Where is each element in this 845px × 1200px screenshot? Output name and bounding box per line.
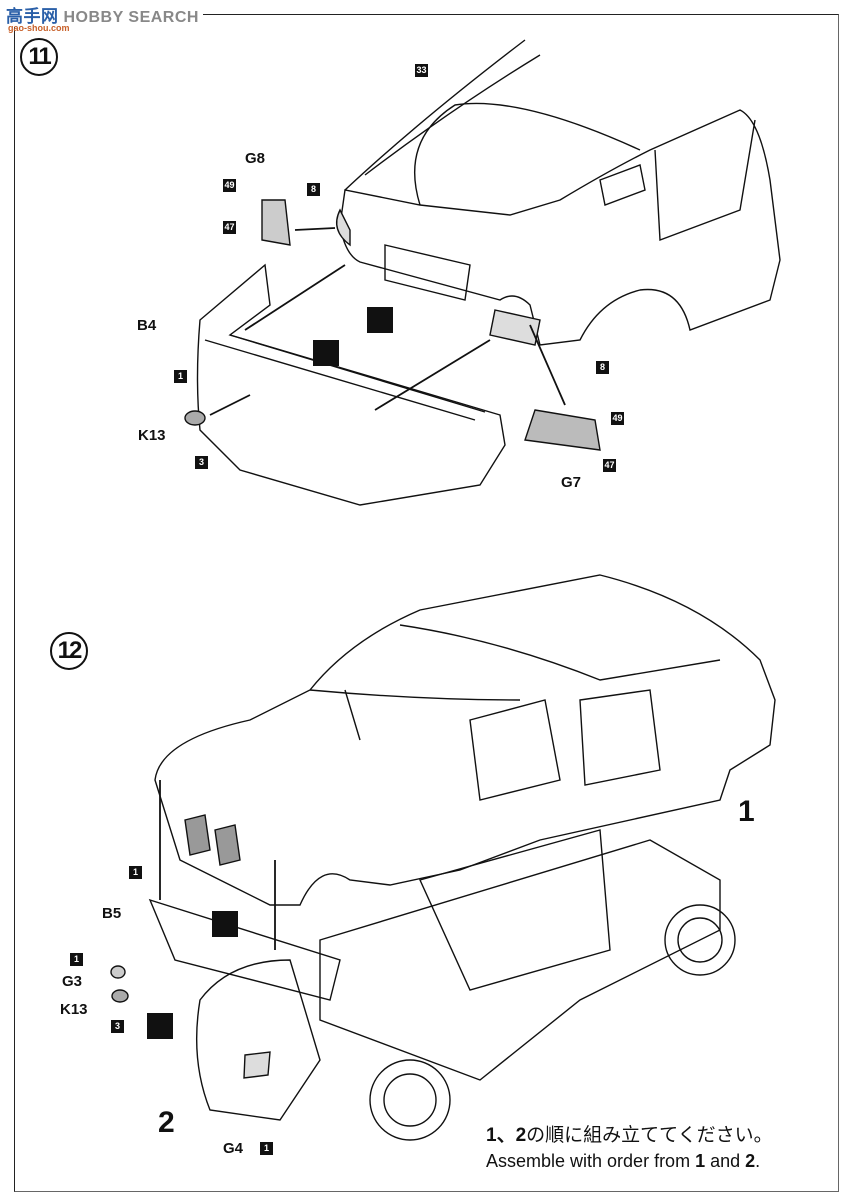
part-label-g4: G4 (223, 1140, 244, 1157)
k13-part (184, 410, 206, 426)
page-frame (14, 14, 839, 1192)
color-code-3: 3 (111, 1020, 124, 1033)
color-code-47b: 47 (603, 459, 616, 472)
part-label-b4: B4 (137, 317, 157, 334)
g4-part (243, 1051, 271, 1079)
part-label-k13: K13 (60, 1001, 88, 1018)
g3-part (110, 965, 126, 979)
part-label-g3: G3 (62, 973, 83, 990)
part-label-k13: K13 (138, 427, 166, 444)
order-marker-2: 2 (158, 1106, 175, 1139)
color-code-47: 47 (223, 221, 236, 234)
glue-icon (313, 340, 339, 366)
paint-icon (367, 307, 393, 333)
color-code-33: 33 (415, 64, 428, 77)
color-code-1b: 1 (70, 953, 83, 966)
paint-icon (147, 1013, 173, 1039)
watermark: 高手网 HOBBY SEARCH (6, 2, 203, 27)
glue-icon (212, 911, 238, 937)
front-bumper (148, 898, 341, 1001)
note-en-and: and (705, 1151, 746, 1171)
note-jp-text: の順に組み立ててください。 (526, 1125, 773, 1146)
rear-bumper (196, 263, 506, 506)
color-code-1c: 1 (260, 1142, 273, 1155)
k13-part-2 (111, 989, 129, 1003)
step-number-12: 12 (50, 632, 88, 670)
assembly-arrows (159, 227, 566, 950)
note-en-prefix: Assemble with order from (486, 1151, 696, 1171)
car-body (154, 574, 776, 906)
car-rear-body (336, 39, 781, 346)
watermark-url: gao-shou.com (8, 23, 70, 33)
color-code-1: 1 (129, 866, 142, 879)
note-en-two: 2 (745, 1151, 756, 1171)
color-code-3: 3 (195, 456, 208, 469)
color-code-49: 49 (223, 179, 236, 192)
order-marker-1: 1 (738, 795, 755, 828)
assembly-order-note: 1、2の順に組み立ててください。 Assemble with order fro… (486, 1120, 773, 1172)
part-label-g8: G8 (245, 150, 266, 167)
note-en-period: . (755, 1151, 761, 1171)
color-code-49b: 49 (611, 412, 624, 425)
step-number-11: 11 (20, 38, 58, 76)
color-code-1: 1 (174, 370, 187, 383)
color-code-8b: 8 (596, 361, 609, 374)
note-english: Assemble with order from 1 and 2. (486, 1151, 773, 1172)
note-en-one: 1 (695, 1151, 706, 1171)
part-label-b5: B5 (102, 905, 122, 922)
note-jp-prefix: 1、2 (486, 1125, 527, 1146)
light-g7 (524, 409, 601, 451)
watermark-cn: 高手网 (6, 7, 59, 26)
watermark-brand: HOBBY SEARCH (63, 9, 199, 26)
light-g8 (261, 199, 291, 246)
part-label-g7: G7 (561, 474, 582, 491)
note-japanese: 1、2の順に組み立ててください。 (486, 1120, 773, 1147)
chassis (195, 829, 736, 1141)
color-code-8: 8 (307, 183, 320, 196)
